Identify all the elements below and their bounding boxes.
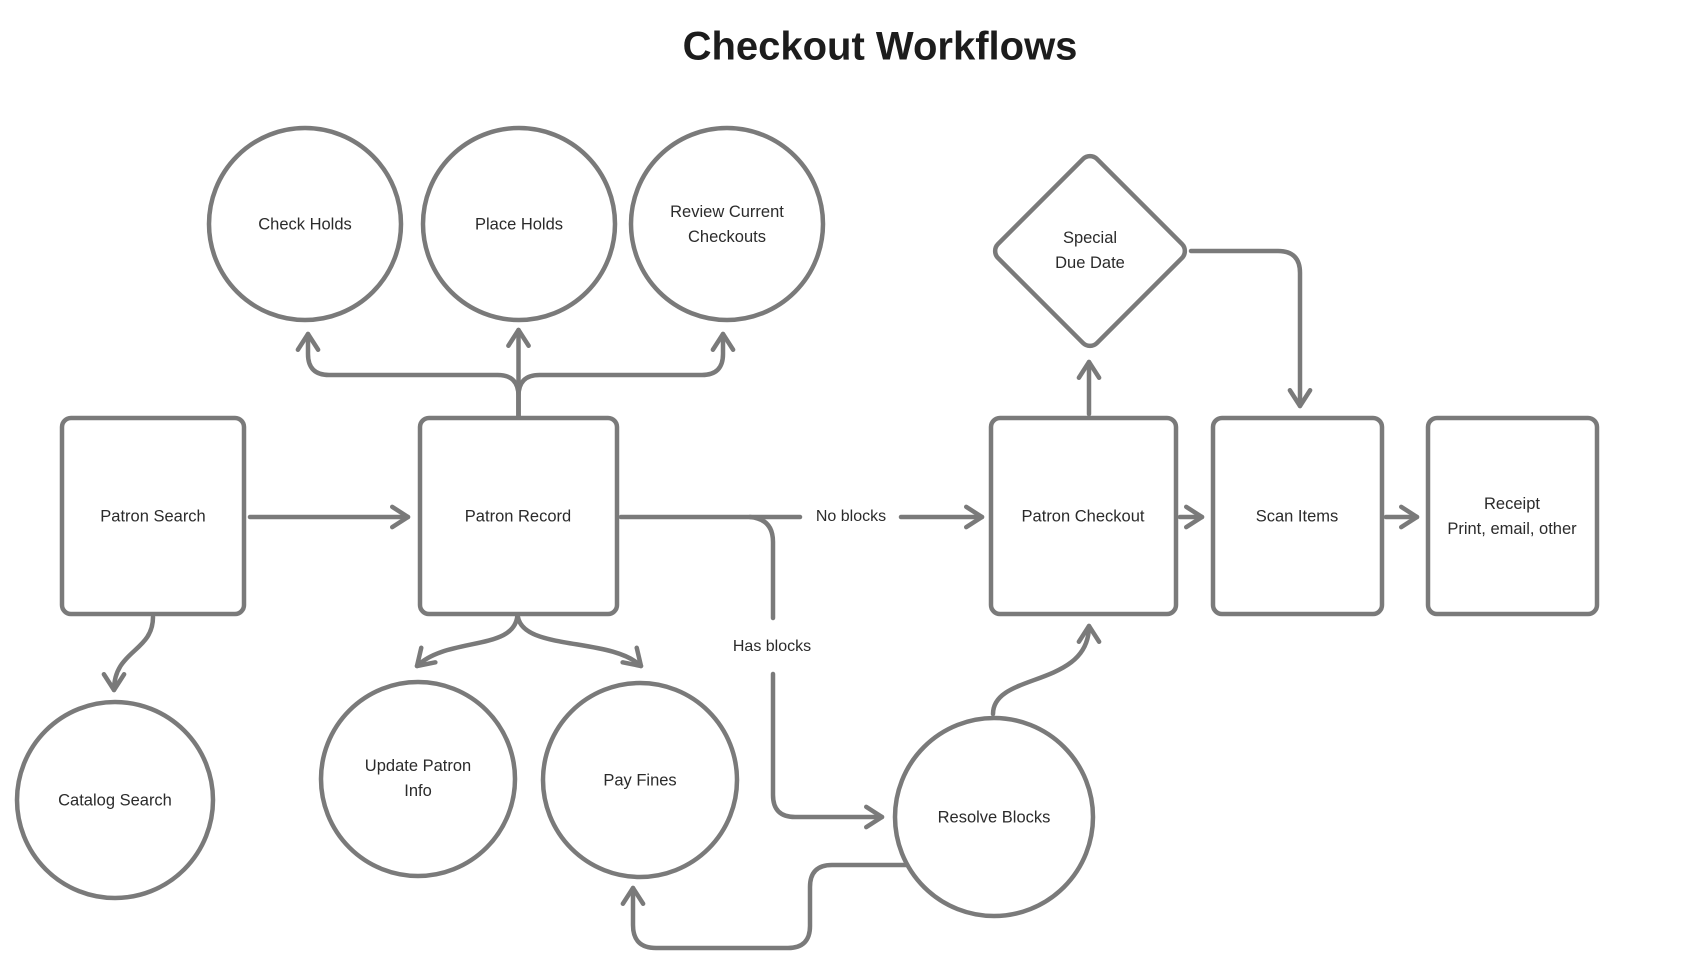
node-check-holds-label: Check Holds bbox=[258, 215, 352, 234]
edge-patron-record-to-review-current-checkouts bbox=[516, 331, 736, 419]
node-patron-search-label: Patron Search bbox=[100, 507, 206, 526]
node-patron-checkout-shape bbox=[988, 415, 1179, 617]
node-resolve-blocks-label: Resolve Blocks bbox=[937, 808, 1051, 827]
node-receipt-shape bbox=[1425, 415, 1600, 617]
node-pay-fines-label: Pay Fines bbox=[603, 771, 677, 790]
edge-patron-search-to-catalog-search bbox=[101, 614, 156, 693]
node-receipt-label: Receipt Print, email, other bbox=[1447, 495, 1577, 538]
node-place-holds-label: Place Holds bbox=[474, 215, 564, 234]
node-patron-checkout-label: Patron Checkout bbox=[1021, 507, 1145, 526]
node-scan-items-shape bbox=[1210, 415, 1385, 617]
node-resolve-blocks-shape bbox=[892, 715, 1096, 919]
edge-has-blocks-line-upper bbox=[747, 514, 776, 621]
node-check-holds-shape bbox=[206, 125, 404, 323]
node-review-current-checkouts-shape bbox=[628, 125, 826, 323]
node-patron-record-shape bbox=[417, 415, 620, 617]
edge-patron-record-to-update-patron-info bbox=[414, 610, 520, 669]
edge-label-has-blocks: Has blocks bbox=[728, 638, 816, 656]
node-catalog-search-shape bbox=[14, 699, 216, 901]
edge-has-blocks-line-lower bbox=[770, 671, 885, 830]
node-special-due-date-shape bbox=[992, 153, 1188, 349]
node-review-current-checkouts-label: Review Current Checkouts bbox=[670, 203, 784, 246]
node-special-due-date-label: Special Due Date bbox=[1055, 229, 1125, 272]
edge-resolve-blocks-to-pay-fines bbox=[620, 862, 909, 951]
diagram-title: Checkout Workflows bbox=[682, 24, 1078, 69]
node-update-patron-info-shape bbox=[318, 679, 518, 879]
edge-special-due-date-to-scan-items bbox=[1188, 248, 1313, 409]
node-pay-fines-shape bbox=[540, 680, 740, 880]
node-catalog-search-label: Catalog Search bbox=[58, 791, 172, 810]
edge-resolve-blocks-to-patron-checkout bbox=[990, 623, 1102, 717]
node-place-holds-shape bbox=[420, 125, 618, 323]
node-patron-search-shape bbox=[59, 415, 247, 617]
node-scan-items-label: Scan Items bbox=[1255, 507, 1339, 526]
edge-patron-record-to-pay-fines bbox=[515, 610, 644, 669]
node-patron-record-label: Patron Record bbox=[464, 507, 572, 526]
edge-patron-record-to-check-holds bbox=[295, 331, 521, 419]
node-update-patron-info-label: Update Patron Info bbox=[364, 757, 472, 800]
edge-label-no-blocks: No blocks bbox=[811, 508, 891, 526]
